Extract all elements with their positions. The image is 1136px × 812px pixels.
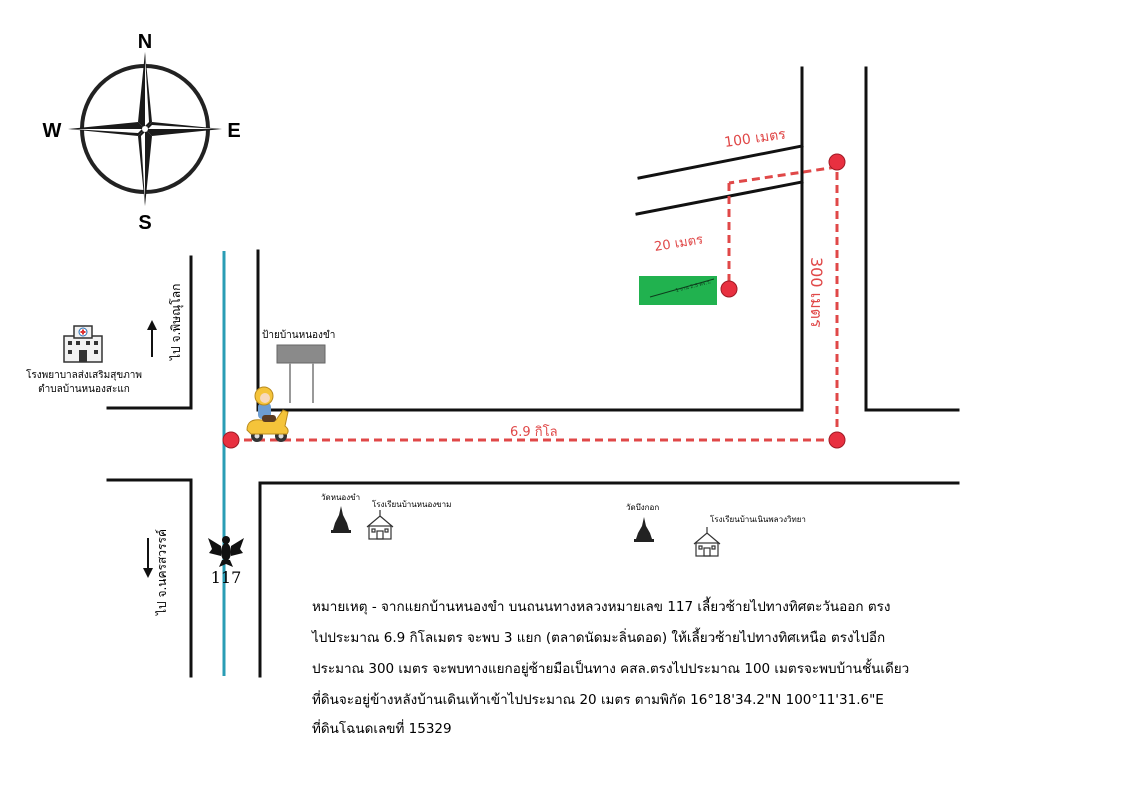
temple-icon: [634, 517, 654, 542]
school-icon: [693, 527, 721, 557]
note-line: ไปประมาณ 6.9 กิโลเมตร จะพบ 3 แยก (ตลาดนั…: [312, 630, 886, 646]
compass-e-label: E: [227, 120, 240, 142]
garuda-emblem-icon: [208, 536, 244, 567]
road-network: [106, 66, 960, 678]
compass-w-label: W: [43, 120, 62, 142]
hospital-icon: [63, 325, 103, 363]
school1-label: โรงเรียนบ้านหนองขาม: [372, 499, 451, 509]
arrow-south-head: [143, 568, 153, 578]
distance-walk-label: 20 เมตร: [653, 232, 704, 255]
note-line: ที่ดินโฉนดเลขที่ 15329: [312, 721, 452, 737]
compass-n-label: N: [138, 31, 152, 53]
note-line: ที่ดินจะอยู่ข้างหลังบ้านเดินเท้าเข้าไปปร…: [312, 692, 884, 708]
direction-south-label: ไป จ.นครสวรรค์: [155, 529, 169, 616]
route-start-dot: [222, 431, 240, 449]
temple2-label: วัดบึงกอก: [626, 503, 659, 512]
compass-rose-icon: [68, 52, 222, 206]
note-line: หมายเหตุ - จากแยกบ้านหนองขำ บนถนนทางหลวง…: [312, 599, 891, 615]
note-line: ประมาณ 300 เมตร จะพบทางแยกอยู่ซ้ายมือเป็…: [312, 661, 910, 677]
compass-s-label: S: [138, 212, 151, 234]
temple1-label: วัดหนองขำ: [321, 493, 360, 502]
distance-east-label: 100 เมตร: [723, 126, 787, 151]
arrow-north-head: [147, 320, 157, 330]
land-plot-divider: [649, 278, 715, 298]
sign-icon: [276, 344, 326, 403]
route-end-dot: [720, 280, 738, 298]
distance-north-label: 300 เมตร: [807, 257, 826, 328]
land-plot: [639, 276, 717, 305]
hospital-label-line2: ตำบลบ้านหนองสะแก: [38, 383, 130, 395]
school2-label: โรงเรียนบ้านเนินพลวงวิทยา: [710, 514, 806, 524]
direction-north-label: ไป จ.พิษณุโลก: [169, 284, 184, 361]
distance-main-label: 6.9 กิโล: [510, 424, 558, 440]
route-path: [231, 162, 839, 442]
note-paragraph: หมายเหตุ - จากแยกบ้านหนองขำ บนถนนทางหลวง…: [312, 592, 1112, 742]
temple-icon: [331, 506, 351, 533]
hospital-label-line1: โรงพยาบาลส่งเสริมสุขภาพ: [26, 368, 142, 381]
route-turn-dot: [828, 153, 846, 171]
school-icon: [366, 510, 394, 540]
scooter-rider-icon: [246, 386, 289, 442]
sign-label: ป้ายบ้านหนองขำ: [262, 329, 335, 341]
route-junction-dot: [828, 431, 846, 449]
highway-number-label: 117: [211, 568, 242, 587]
